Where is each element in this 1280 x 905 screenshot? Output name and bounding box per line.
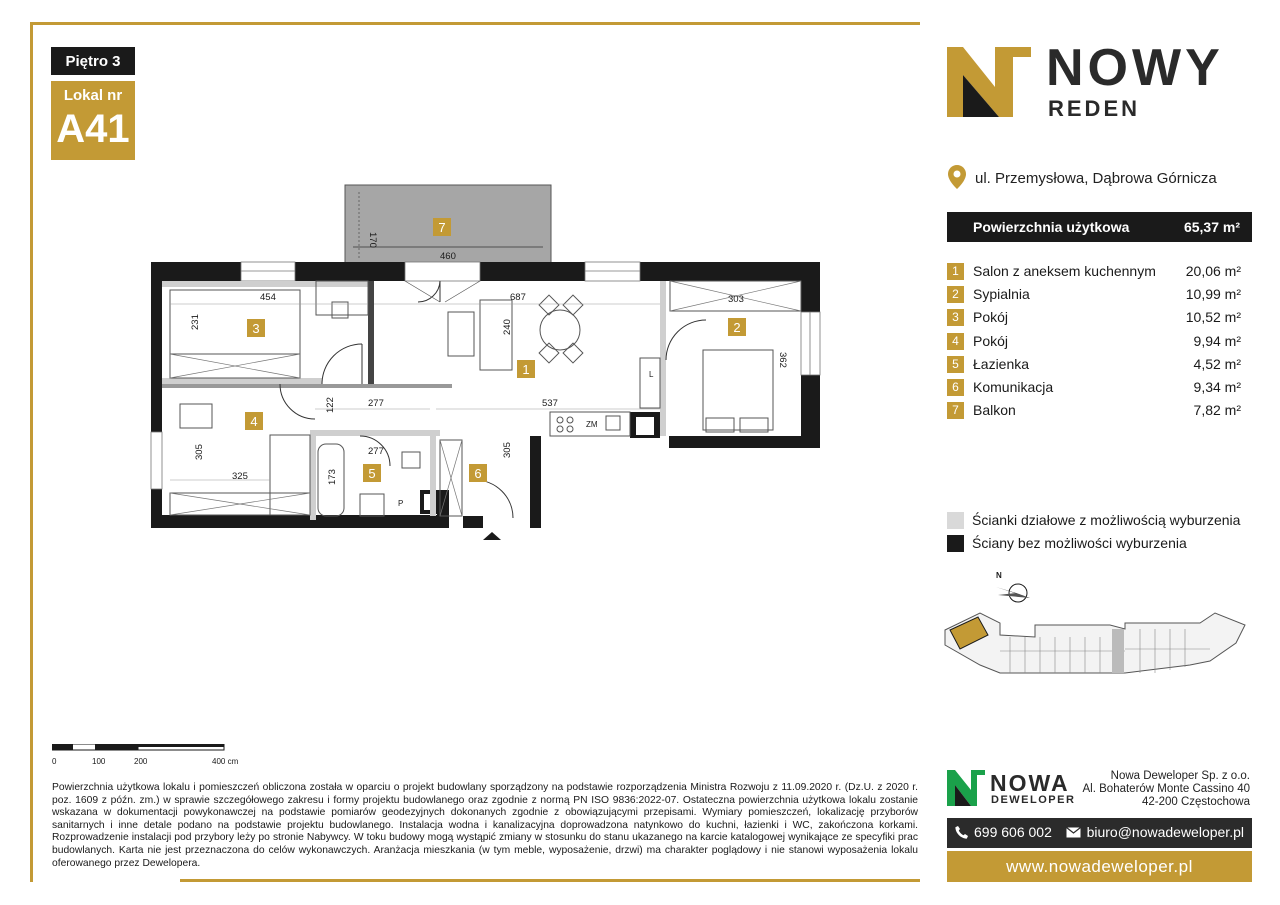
brand-name-line1: NOWY — [1046, 39, 1224, 97]
frame-bottom-line — [180, 879, 920, 882]
usable-area-label: Powierzchnia użytkowa — [973, 219, 1130, 235]
contact-bar: 699 606 002 biuro@nowadeweloper.pl — [947, 818, 1252, 848]
scale-bar: 0 100 200 400 cm — [52, 744, 239, 766]
phone-number: 699 606 002 — [974, 824, 1052, 840]
dim-living-depth: 240 — [502, 319, 513, 335]
svg-text:5: 5 — [368, 466, 375, 481]
svg-text:2: 2 — [733, 320, 740, 335]
room-marker-5: 5 — [363, 464, 381, 482]
dim-bath-width: 277 — [368, 446, 384, 457]
brand-name-line2: REDEN — [1048, 96, 1141, 121]
room-marker-3: 3 — [247, 319, 265, 337]
email-link[interactable]: biuro@nowadeweloper.pl — [1065, 824, 1244, 840]
floor-badge: Piętro 3 — [51, 47, 135, 75]
dim-kitchen-width: 537 — [542, 398, 558, 409]
phone-contact[interactable]: 699 606 002 — [955, 824, 1052, 840]
legend-swatch-black — [947, 535, 964, 552]
address: ul. Przemysłowa, Dąbrowa Górnicza — [975, 170, 1217, 187]
building-key-plan: N — [944, 571, 1246, 674]
compass-icon — [996, 583, 1030, 603]
fixture-washer-label: P — [398, 499, 403, 508]
website-link[interactable]: www.nowadeweloper.pl — [947, 851, 1252, 882]
usable-area-value: 65,37 m² — [1183, 219, 1240, 235]
frame-left-line — [30, 22, 33, 882]
dim-room4-width: 325 — [232, 471, 248, 482]
room-marker-4: 4 — [245, 412, 263, 430]
nowy-reden-logo-icon — [947, 47, 1031, 117]
legend-swatch-grey — [947, 512, 964, 529]
svg-text:6: 6 — [474, 466, 481, 481]
room-marker-2: 2 — [728, 318, 746, 336]
dim-bedroom-width: 303 — [728, 294, 744, 305]
developer-name-line2: DEWELOPER — [991, 794, 1076, 806]
scale-tick-200: 200 — [134, 757, 148, 766]
unit-number: A41 — [56, 107, 130, 151]
frame-top-line — [30, 22, 920, 25]
fixture-microwave-label: ZM — [586, 420, 598, 429]
svg-text:3: 3 — [252, 321, 259, 336]
svg-text:4: 4 — [250, 414, 257, 429]
developer-address: Nowa Deweloper Sp. z o.o. Al. Bohaterów … — [1083, 770, 1250, 809]
developer-name-line1: NOWA — [990, 770, 1070, 796]
unit-badge: Lokal nr A41 — [51, 81, 135, 160]
usable-area-bar: Powierzchnia użytkowa 65,37 m² — [947, 212, 1252, 242]
compass-label: N — [996, 571, 1002, 580]
dim-hall-depth: 122 — [325, 397, 336, 413]
fixture-fridge-label: L — [649, 370, 654, 379]
dim-bath-depth: 173 — [327, 469, 338, 485]
dim-room3-width: 454 — [260, 292, 276, 303]
room-marker-1: 1 — [517, 360, 535, 378]
disclaimer-text: Powierzchnia użytkowa lokalu i pomieszcz… — [52, 782, 918, 869]
floor-plan: 460 170 454 231 687 240 303 362 122 277 … — [150, 184, 821, 540]
developer-city: 42-200 Częstochowa — [1141, 796, 1250, 808]
dim-room4-depth: 305 — [194, 444, 205, 460]
unit-label: Lokal nr — [63, 87, 123, 104]
dim-living-width: 687 — [510, 292, 526, 303]
email-address: biuro@nowadeweloper.pl — [1086, 824, 1244, 840]
dim-balcony-depth: 170 — [367, 232, 378, 248]
room-marker-7: 7 — [433, 218, 451, 236]
svg-text:7: 7 — [438, 220, 445, 235]
svg-text:1: 1 — [522, 362, 529, 377]
envelope-icon — [1065, 826, 1081, 837]
scale-tick-400: 400 cm — [212, 757, 239, 766]
unit-highlight — [949, 616, 989, 650]
phone-icon — [955, 825, 968, 839]
room-marker-6: 6 — [469, 464, 487, 482]
dim-room3-depth: 231 — [190, 314, 201, 330]
dim-bedroom-depth: 362 — [777, 352, 788, 368]
developer-company: Nowa Deweloper Sp. z o.o. — [1110, 770, 1250, 782]
developer-street: Al. Bohaterów Monte Cassino 40 — [1082, 783, 1250, 795]
nowa-deweloper-logo-icon — [947, 770, 985, 806]
dim-balcony-width: 460 — [440, 251, 456, 262]
dim-hall-width: 277 — [368, 398, 384, 409]
scale-tick-100: 100 — [92, 757, 106, 766]
scale-tick-0: 0 — [52, 757, 57, 766]
dim-corridor-depth: 305 — [502, 442, 513, 458]
location-pin-icon — [948, 165, 966, 189]
